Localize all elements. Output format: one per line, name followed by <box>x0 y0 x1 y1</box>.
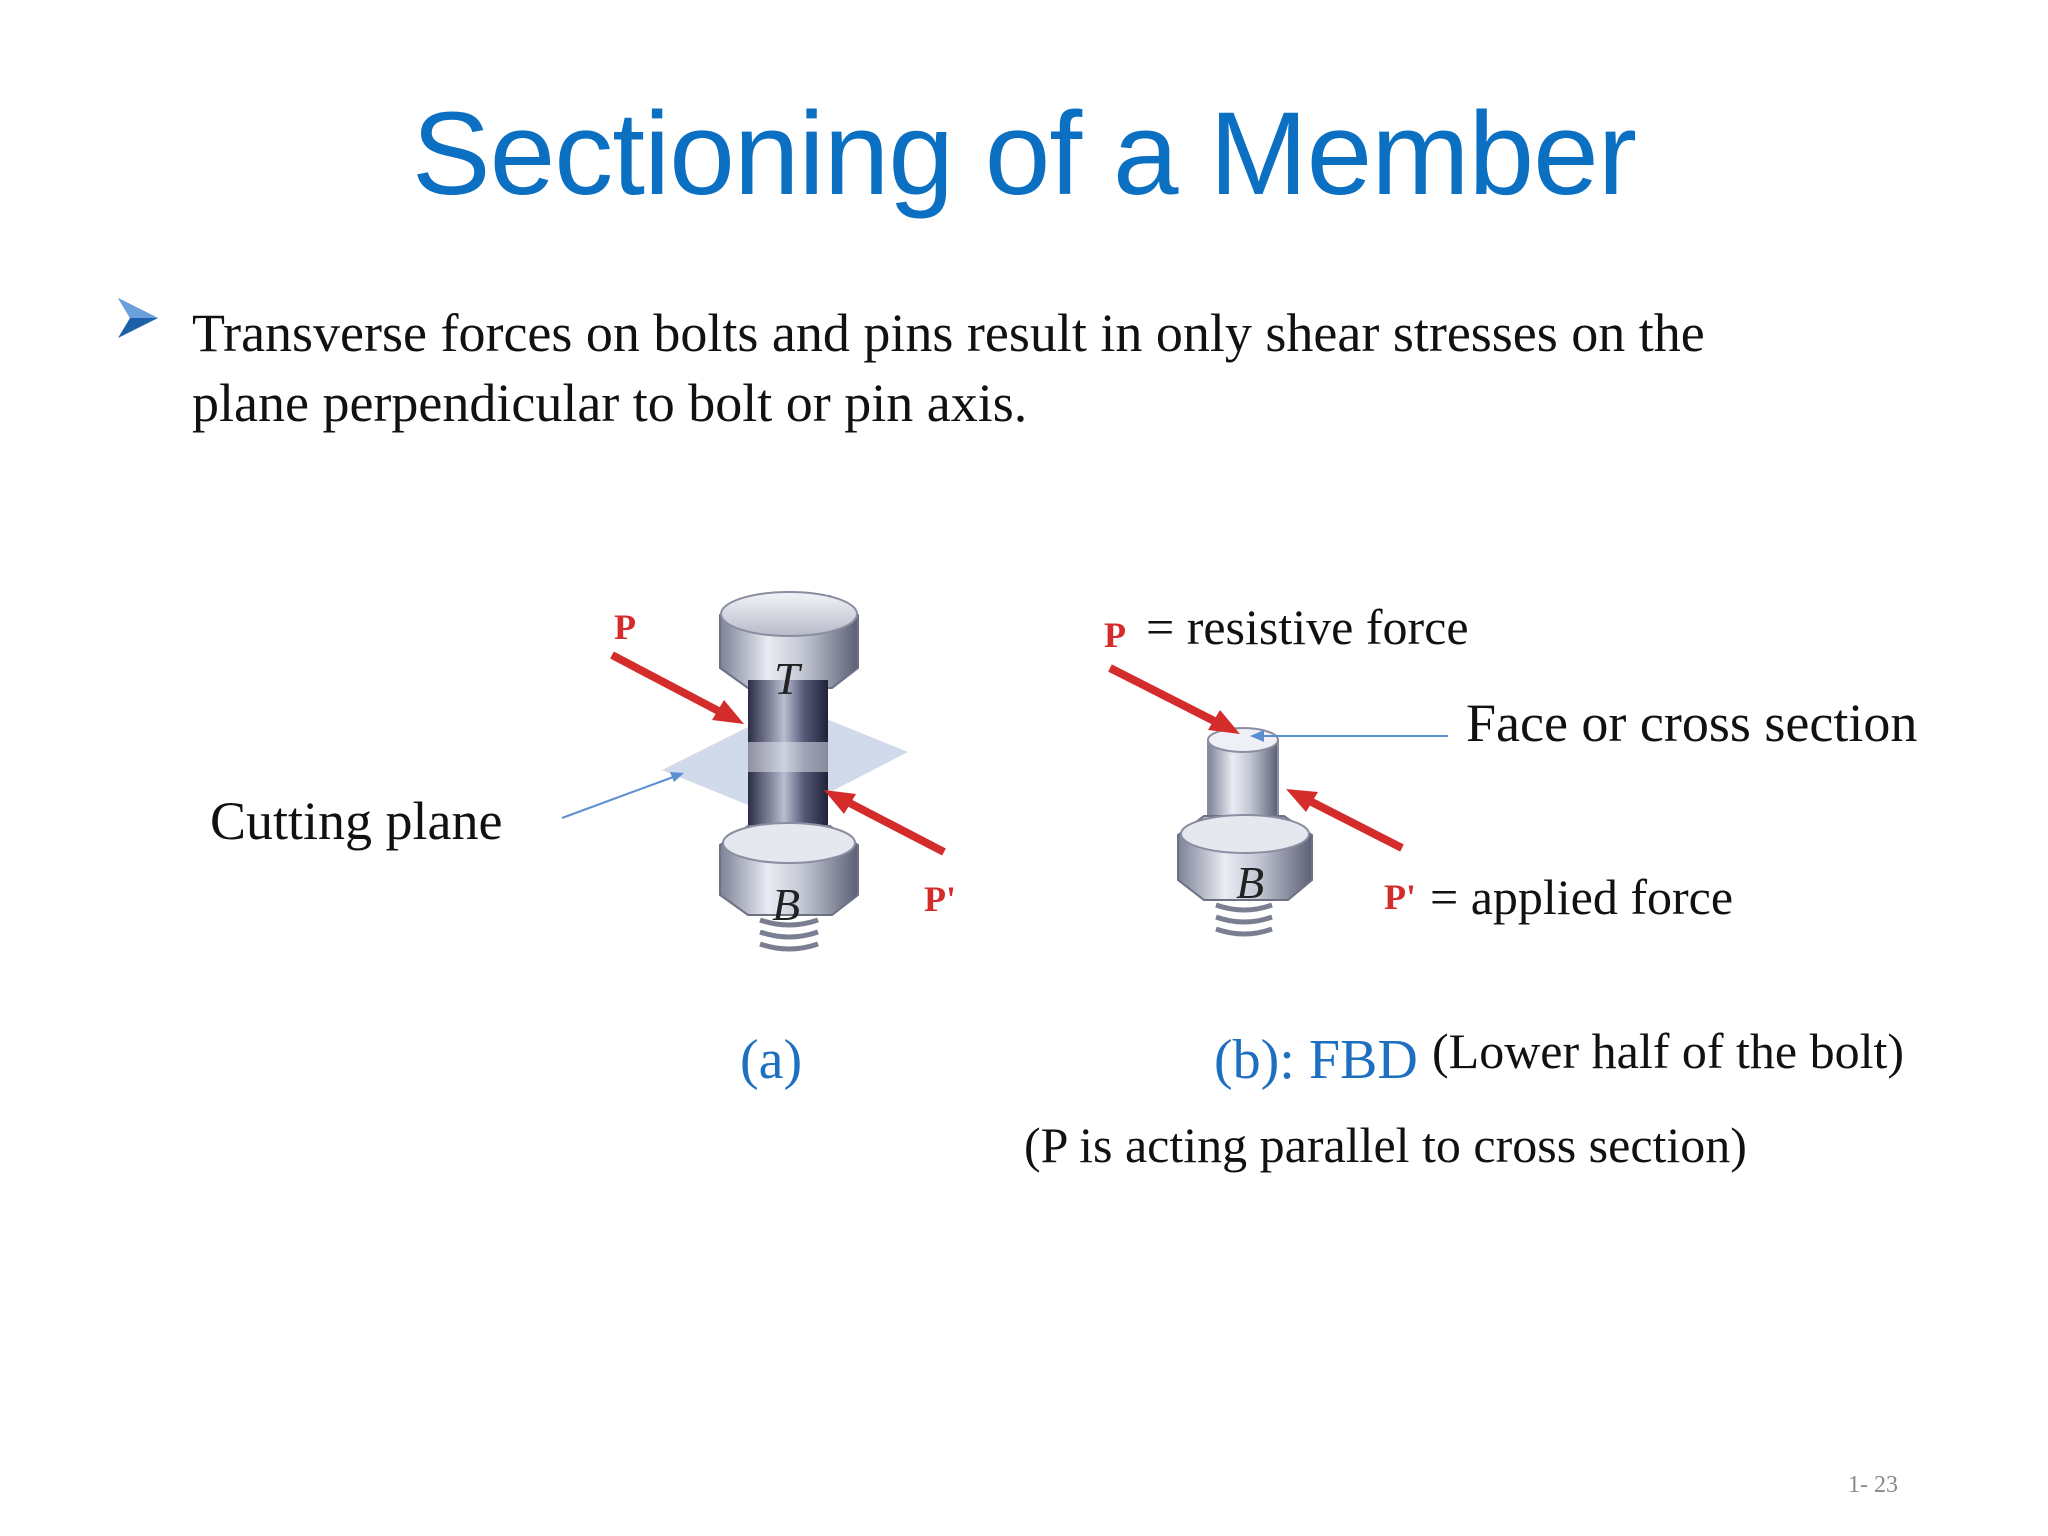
parallel-note: (P is acting parallel to cross section) <box>1024 1117 1747 1173</box>
bolt-threads <box>759 917 819 952</box>
caption-b: (b): FBD <box>1214 1029 1418 1091</box>
caption-b-note: (Lower half of the bolt) <box>1432 1023 1905 1079</box>
bullet-line-2: plane perpendicular to bolt or pin axis. <box>192 373 1028 433</box>
resistive-force-label: = resistive force <box>1146 599 1469 655</box>
slide-number: 1- 23 <box>1848 1472 1898 1498</box>
bullet-arrow-icon <box>118 298 158 338</box>
bolt-a-drawing <box>561 591 946 952</box>
face-cross-section-label: Face or cross section <box>1466 693 1918 753</box>
applied-force-label: = applied force <box>1430 869 1734 925</box>
label-b-b: B <box>1236 857 1265 908</box>
force-arrows-b <box>1108 664 1404 852</box>
slide-title: Sectioning of a Member <box>411 88 1637 220</box>
bolt-b-cross-section <box>1207 727 1279 753</box>
bolt-b-drawing <box>1108 664 1448 937</box>
force-p-prime-label-a: P' <box>924 879 956 919</box>
label-t: T <box>774 653 800 704</box>
cutting-plane-label: Cutting plane <box>210 791 503 851</box>
force-arrows-a <box>610 651 946 856</box>
caption-a: (a) <box>740 1029 803 1091</box>
force-p-prime-label-b: P' <box>1384 877 1416 917</box>
bullet-line-1: Transverse forces on bolts and pins resu… <box>192 303 1705 363</box>
label-b-a: B <box>772 879 801 930</box>
force-p-label-a: P <box>614 607 636 647</box>
force-p-label-b: P <box>1104 615 1126 655</box>
